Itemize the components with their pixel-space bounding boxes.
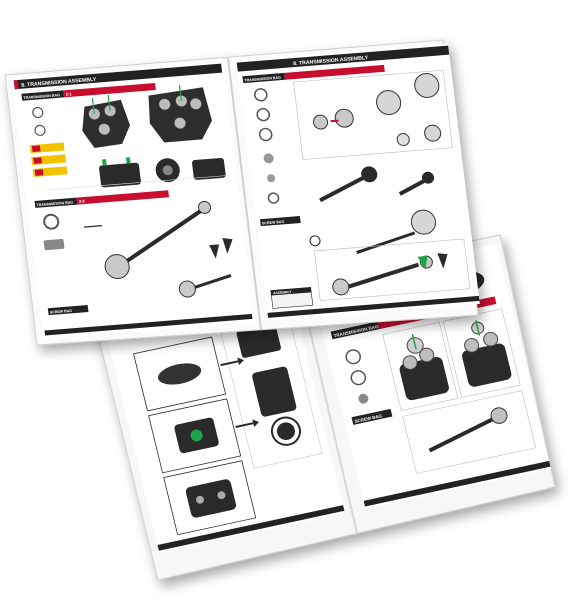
step-number-2: 2-2 <box>79 198 86 203</box>
top-spread: 8. TRANSMISSION ASSEMBLY TRANSMISSION BA… <box>4 39 480 346</box>
parts-list <box>29 106 68 177</box>
bag-label: TRANSMISSION BAG <box>23 93 60 100</box>
gearbox-half-left <box>82 94 130 149</box>
screw-bag-label: SCREW BAG <box>262 220 285 226</box>
step-number: 2-1 <box>65 91 72 96</box>
gearbox-half-right <box>148 85 212 143</box>
assembly-note: ASSEMBLY <box>273 290 293 296</box>
top-right-page: 8. TRANSMISSION ASSEMBLY TRANSMISSION BA… <box>236 43 480 321</box>
bottom-left-page <box>104 288 345 553</box>
screw-bag-label: SCREW BAG <box>354 413 383 424</box>
bag-label-2: TRANSMISSION BAG <box>36 200 73 207</box>
top-left-page: 8. TRANSMISSION ASSEMBLY TRANSMISSION BA… <box>11 61 255 339</box>
bag-label: TRANSMISSION BAG <box>244 76 281 83</box>
screw-bag-label: SCREW BAG <box>50 309 73 315</box>
